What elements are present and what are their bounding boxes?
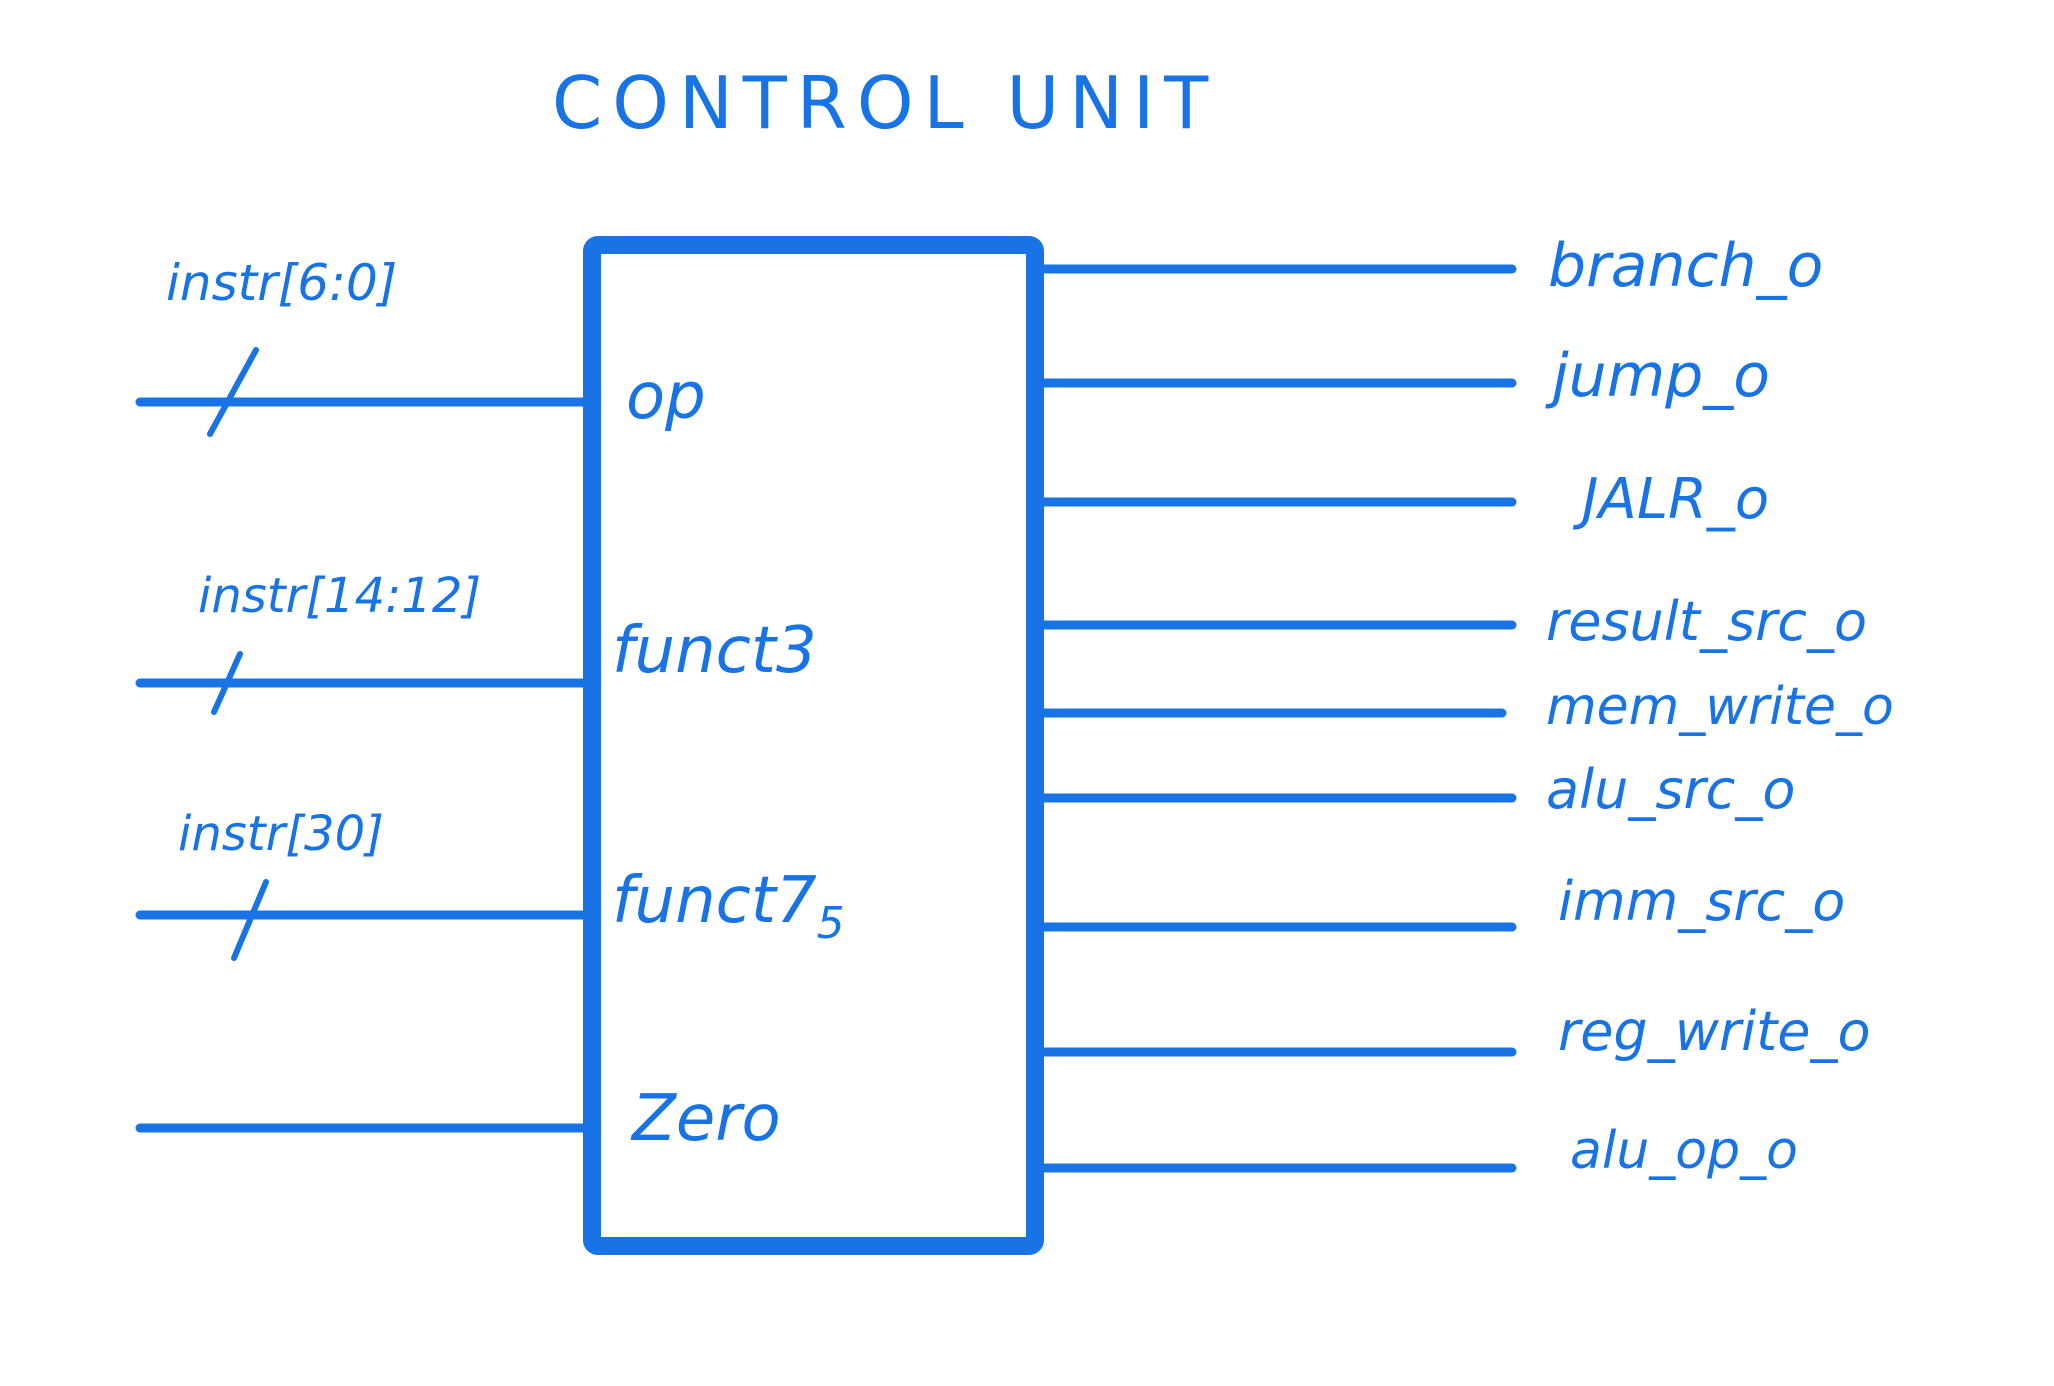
port-label-funct7-subscript: 5 (817, 898, 845, 949)
output-label-jalr: JALR_o (1572, 467, 1769, 532)
bus-label-op: instr[6:0] (166, 254, 397, 312)
output-label-result-src: result_src_o (1546, 590, 1867, 653)
port-labels: op funct3 funct75 Zero (612, 360, 845, 1156)
output-label-alu-op: alu_op_o (1570, 1121, 1798, 1181)
output-labels: branch_o jump_o JALR_o result_src_o mem_… (1545, 231, 1894, 1181)
output-label-alu-src: alu_src_o (1546, 758, 1795, 821)
output-label-jump: jump_o (1545, 341, 1770, 411)
bus-label-funct7: instr[30] (178, 806, 384, 862)
bus-label-funct3: instr[14:12] (198, 568, 481, 624)
output-label-mem-write: mem_write_o (1546, 677, 1894, 737)
control-unit-block (583, 236, 1044, 1255)
bus-slash-op (207, 347, 259, 437)
port-label-op: op (626, 360, 706, 434)
port-label-zero: Zero (630, 1082, 781, 1156)
port-label-funct3: funct3 (612, 614, 817, 688)
input-bus-labels: instr[6:0] instr[14:12] instr[30] (166, 254, 481, 862)
output-wires (1037, 264, 1517, 1173)
output-label-branch: branch_o (1548, 231, 1823, 301)
bus-slash-funct3 (211, 651, 243, 715)
port-label-funct7-main: funct7 (612, 864, 817, 938)
output-label-reg-write: reg_write_o (1558, 1000, 1871, 1063)
output-label-imm-src: imm_src_o (1558, 870, 1845, 933)
diagram-title: CONTROL UNIT (552, 61, 1218, 145)
port-label-funct7: funct75 (612, 864, 845, 949)
bus-slash-funct7 (231, 879, 269, 961)
input-wires (135, 347, 590, 1133)
